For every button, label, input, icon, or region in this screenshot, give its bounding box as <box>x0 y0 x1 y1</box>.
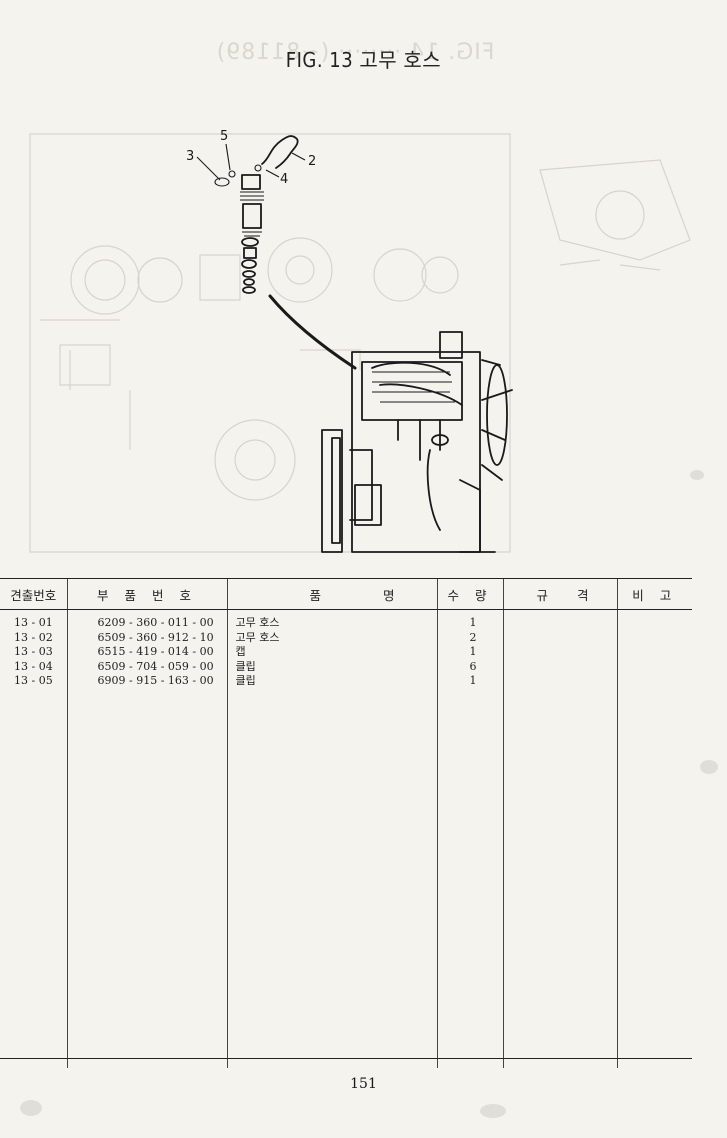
table-row-name: 클립 <box>235 659 256 673</box>
table-row-index: 13 - 03 <box>14 645 53 658</box>
rubber-hose-top <box>261 135 299 169</box>
table-row-name: 클립 <box>235 674 256 687</box>
col-header-spec-1: 규 <box>502 578 555 610</box>
col-header-index: 견출번호 <box>0 578 67 610</box>
col-header-remarks: 비 고 <box>616 578 692 610</box>
table-row-part-no: 6509 - 360 - 912 - 10 <box>97 630 214 644</box>
scan-speck <box>690 470 704 480</box>
table-row-name: 고무 호스 <box>235 616 280 629</box>
table-row-index: 13 - 04 <box>14 659 53 673</box>
index-column: 13 - 01 13 - 02 13 - 03 13 - 04 13 - 05 <box>0 610 67 1069</box>
callout-3: 3 <box>186 149 194 164</box>
table-row-qty: 1 <box>469 616 477 629</box>
rubber-hose-long <box>268 294 357 370</box>
remarks-column <box>616 609 692 1068</box>
table-row-qty: 1 <box>469 674 477 687</box>
cap-icon <box>214 177 230 187</box>
table-row-qty: 2 <box>469 630 477 644</box>
scan-speck <box>20 1100 42 1116</box>
page-number: 151 <box>350 1076 377 1092</box>
table-row-part-no: 6909 - 915 - 163 - 00 <box>97 674 214 687</box>
table-row-qty: 1 <box>469 645 477 658</box>
table-row-part-no: 6509 - 704 - 059 - 00 <box>97 659 214 673</box>
part-no-column: 6209 - 360 - 011 - 00 6509 - 360 - 912 -… <box>66 609 227 1068</box>
table-row-index: 13 - 02 <box>14 630 53 644</box>
col-header-spec-2: 격 <box>555 578 617 610</box>
callout-5: 5 <box>220 129 228 144</box>
exploded-diagram: 5 3 2 4 <box>29 129 691 553</box>
callout-4: 4 <box>280 172 288 187</box>
table-row-index: 13 - 01 <box>14 616 53 629</box>
table-row-name: 고무 호스 <box>235 630 280 644</box>
table-bottom-rule <box>0 1058 692 1059</box>
col-header-qty: 수 량 <box>436 578 503 610</box>
table-row-qty: 6 <box>469 659 477 673</box>
bleed-through-drawing <box>29 133 691 553</box>
col-header-part-no: 부 품 번 호 <box>66 578 227 610</box>
figure-title: FIG. 13 고무 호스 <box>285 48 442 72</box>
table-header-row: 견출번호 부 품 번 호 품 명 수 량 규 격 비 고 <box>0 578 692 610</box>
clip-icon <box>254 164 262 172</box>
col-header-name-2: 명 <box>347 578 437 610</box>
spec-column <box>502 609 617 1068</box>
table-row-part-no: 6209 - 360 - 011 - 00 <box>97 616 214 629</box>
engine-drawing <box>321 331 513 553</box>
scan-speck <box>700 760 718 774</box>
table-row-part-no: 6515 - 419 - 014 - 00 <box>97 645 214 658</box>
col-header-name-1: 품 <box>226 578 347 610</box>
callout-2: 2 <box>308 154 316 169</box>
exploded-stack <box>240 174 264 294</box>
parts-table: 견출번호 부 품 번 호 품 명 수 량 규 격 비 고 13 - 01 13 … <box>0 578 692 1068</box>
table-body: 13 - 01 13 - 02 13 - 03 13 - 04 13 - 05 … <box>0 609 692 1069</box>
name-column: 고무 호스 고무 호스 캡 클립 클립 <box>226 609 437 1068</box>
table-row-name: 캡 <box>235 645 246 658</box>
scan-speck <box>480 1104 506 1118</box>
table-row-index: 13 - 05 <box>14 674 53 687</box>
qty-column: 1 2 1 6 1 <box>436 609 503 1068</box>
clip-icon <box>228 170 236 178</box>
